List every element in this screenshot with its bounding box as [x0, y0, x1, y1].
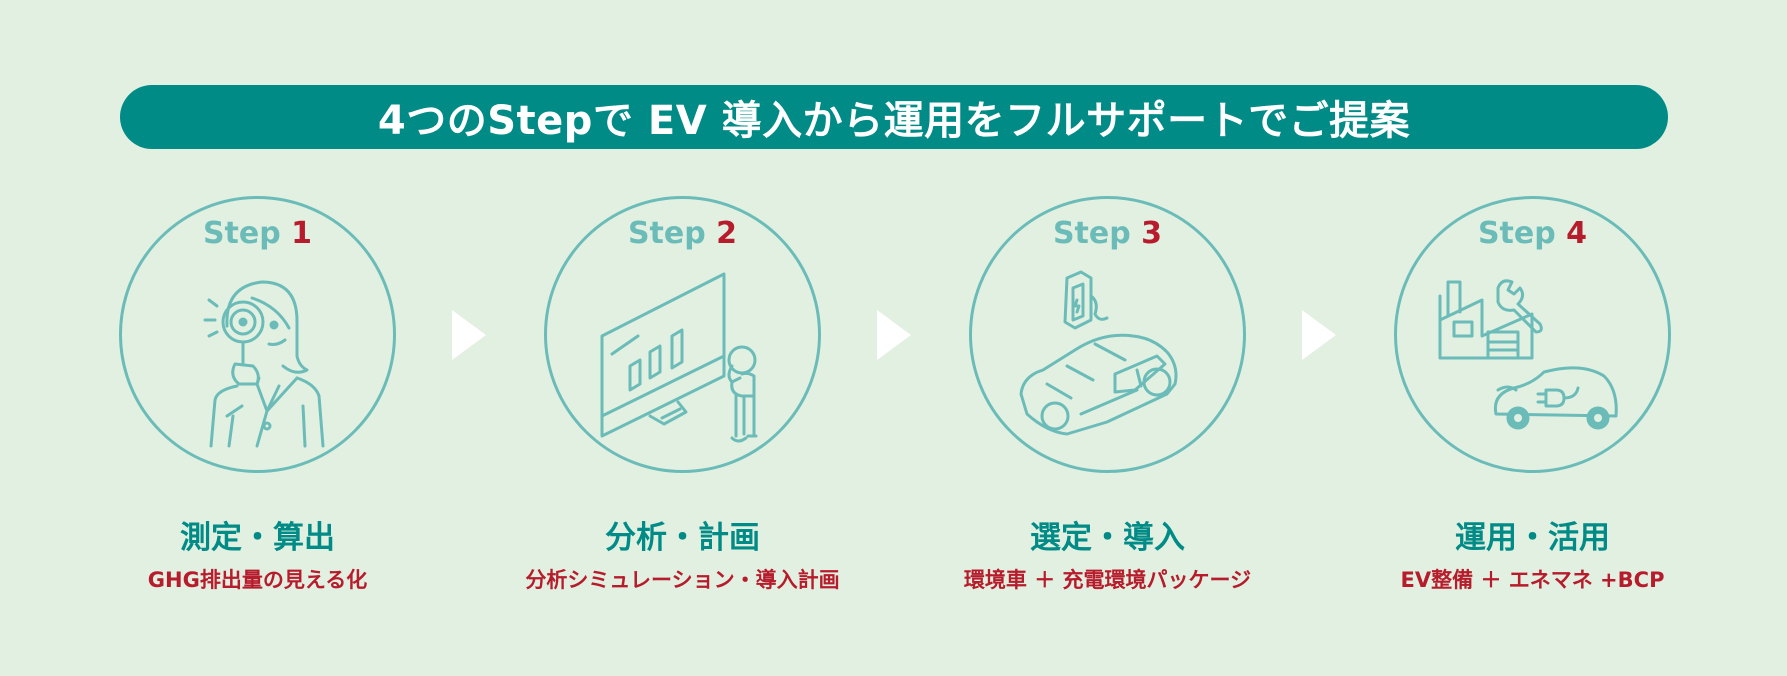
step-title: 選定・導入: [1030, 520, 1185, 556]
arrow-right-icon: [877, 310, 911, 360]
page-title: 4つのStepで EV 導入から運用をフルサポートでご提案: [377, 98, 1411, 144]
step-word: Step: [202, 216, 281, 251]
step-label: Step 3: [969, 216, 1246, 251]
step-label: Step 1: [119, 216, 396, 251]
step-number: 1: [291, 216, 313, 251]
step-number: 4: [1566, 216, 1588, 251]
step-subtitle: GHG排出量の見える化: [147, 568, 368, 592]
person-viewing-chart-monitor-icon: [582, 266, 782, 446]
step-label: Step 2: [544, 216, 821, 251]
step-3: Step 3 選定・導入 環境車 ＋ 充電環境パッケージ: [964, 196, 1251, 596]
person-with-magnifying-glass-icon: [157, 266, 357, 448]
step-word: Step: [627, 216, 706, 251]
step-1: Step 1 測定・算出 GHG排出量の見える化: [119, 196, 399, 596]
step-title: 測定・算出: [180, 520, 335, 556]
step-subtitle: EV整備 ＋ エネマネ +BCP: [1400, 568, 1665, 592]
factory-wrench-and-ev-icon: [1432, 266, 1632, 446]
header-banner: 4つのStepで EV 導入から運用をフルサポートでご提案: [120, 85, 1668, 149]
step-title: 運用・活用: [1455, 520, 1610, 556]
arrow-right-icon: [1302, 310, 1336, 360]
step-number: 2: [716, 216, 738, 251]
step-subtitle: 分析シミュレーション・導入計画: [525, 568, 840, 592]
step-circle: [119, 196, 396, 473]
ev-charging-station-car-icon: [1007, 266, 1207, 446]
step-number: 3: [1141, 216, 1163, 251]
step-label: Step 4: [1394, 216, 1671, 251]
step-word: Step: [1477, 216, 1556, 251]
arrow-right-icon: [452, 310, 486, 360]
step-2: Step 2 分析・計画 分析シミュレーション・導入計画: [525, 196, 840, 596]
step-circle: [544, 196, 821, 473]
step-4: Step 4 運用・活用 EV整備 ＋ エネマネ +BCP: [1394, 196, 1674, 596]
step-word: Step: [1052, 216, 1131, 251]
step-title: 分析・計画: [605, 520, 760, 556]
step-circle: [1394, 196, 1671, 473]
step-circle: [969, 196, 1246, 473]
step-subtitle: 環境車 ＋ 充電環境パッケージ: [963, 568, 1252, 592]
